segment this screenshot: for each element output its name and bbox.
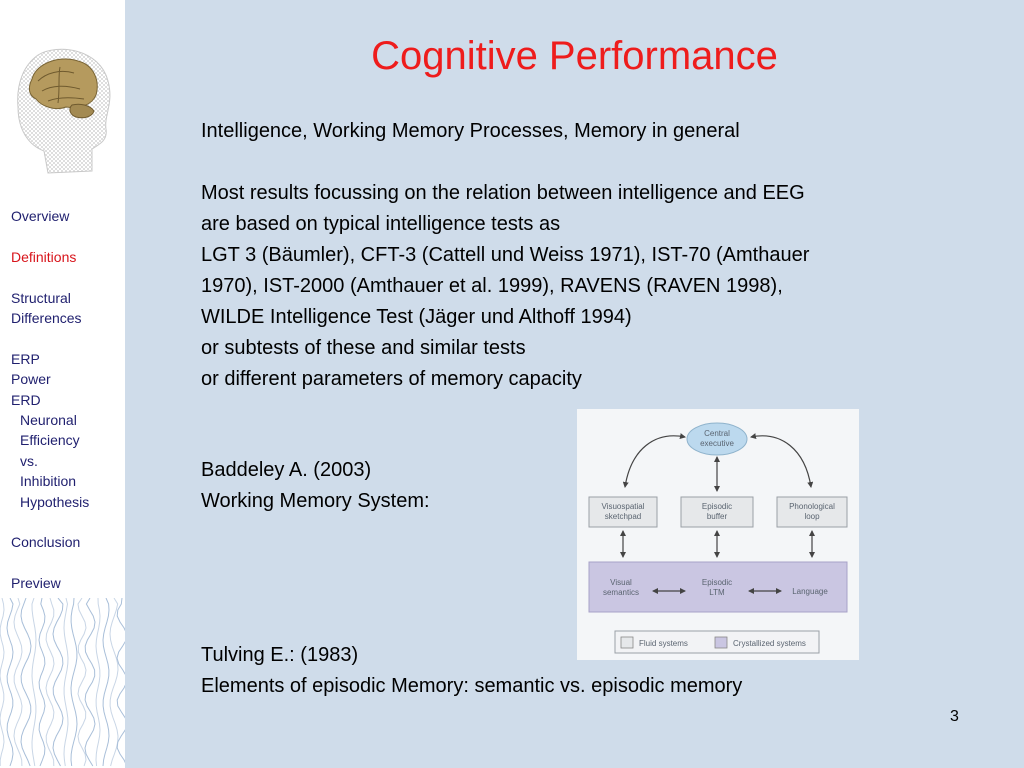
tulving-reference: Tulving E.: (1983) bbox=[201, 644, 359, 666]
eeg-wave-line bbox=[38, 598, 46, 767]
eeg-wave-line bbox=[13, 598, 23, 767]
episodic-ltm-label: Episodic bbox=[702, 578, 732, 587]
nav-item-power[interactable]: Power bbox=[11, 371, 51, 388]
eeg-wave-line bbox=[84, 598, 96, 767]
eeg-wave-line bbox=[52, 598, 64, 767]
eeg-wave-line bbox=[95, 598, 101, 767]
eeg-wave-line bbox=[45, 598, 55, 767]
eeg-wave-line bbox=[70, 598, 78, 767]
eeg-wave-line bbox=[102, 598, 110, 767]
nav-item-structural[interactable]: Structural bbox=[11, 289, 71, 306]
eeg-wave-line bbox=[20, 598, 32, 767]
visuospatial-label: Visuospatial bbox=[602, 502, 645, 511]
legend-crystallized-swatch bbox=[714, 636, 728, 649]
tulving-description: Elements of episodic Memory: semantic vs… bbox=[201, 675, 743, 697]
body-line: Most results focussing on the relation b… bbox=[201, 182, 805, 204]
nav-item-overview[interactable]: Overview bbox=[11, 208, 70, 224]
eeg-wave-line bbox=[109, 598, 119, 767]
episodic-ltm-label: LTM bbox=[709, 588, 725, 597]
visual-semantics-label: semantics bbox=[603, 588, 639, 597]
nav-item-erp[interactable]: ERP bbox=[11, 350, 40, 367]
central-executive-node bbox=[686, 422, 748, 456]
eeg-wave-line bbox=[6, 598, 14, 767]
body-line: LGT 3 (Bäumler), CFT-3 (Cattell und Weis… bbox=[201, 244, 810, 266]
nav-item-inhibition[interactable]: Inhibition bbox=[20, 473, 77, 490]
nav-item-vs[interactable]: vs. bbox=[20, 452, 38, 469]
arrow-central-to-visuospatial bbox=[622, 433, 686, 488]
eeg-wave-line bbox=[31, 598, 37, 767]
body-line: WILDE Intelligence Test (Jäger und Altho… bbox=[201, 306, 632, 328]
eeg-wave-decoration bbox=[0, 598, 125, 767]
slide-number: 3 bbox=[950, 708, 959, 725]
central-executive-label: executive bbox=[700, 439, 734, 448]
nav-item-efficiency[interactable]: Efficiency bbox=[20, 432, 80, 449]
arrow-central-to-phonological bbox=[750, 433, 814, 488]
crystallized-systems-band bbox=[588, 561, 848, 613]
episodic-buffer-label: buffer bbox=[707, 512, 728, 521]
sidebar-nav: Overview Definitions Structural Differen… bbox=[11, 206, 89, 594]
nav-item-preview[interactable]: Preview bbox=[11, 575, 61, 592]
body-line: are based on typical intelligence tests … bbox=[201, 213, 561, 235]
subtitle-line: Intelligence, Working Memory Processes, … bbox=[201, 120, 740, 142]
eeg-wave-line bbox=[63, 598, 69, 767]
eeg-wave-line bbox=[0, 598, 5, 766]
legend-fluid-swatch bbox=[620, 636, 634, 649]
slide-title: Cognitive Performance bbox=[371, 34, 778, 78]
nav-item-conclusion[interactable]: Conclusion bbox=[11, 534, 81, 551]
phonological-loop-box bbox=[776, 496, 848, 528]
slide-content: Cognitive Performance Intelligence, Work… bbox=[125, 0, 1024, 768]
central-executive-label: Central bbox=[704, 429, 730, 438]
body-line: 1970), IST-2000 (Amthauer et al. 1999), … bbox=[201, 275, 783, 297]
legend-crystallized-label: Crystallized systems bbox=[733, 639, 806, 648]
episodic-buffer-box bbox=[680, 496, 754, 528]
sidebar: Overview Definitions Structural Differen… bbox=[0, 0, 125, 768]
language-label: Language bbox=[792, 587, 828, 596]
legend-fluid-label: Fluid systems bbox=[639, 639, 688, 648]
visual-semantics-label: Visual bbox=[610, 578, 632, 587]
episodic-buffer-label: Episodic bbox=[702, 502, 732, 511]
baddeley-reference: Baddeley A. (2003) bbox=[201, 459, 372, 481]
nav-item-hypothesis[interactable]: Hypothesis bbox=[20, 493, 90, 510]
baddeley-description: Working Memory System: bbox=[201, 490, 430, 512]
nav-item-neuronal[interactable]: Neuronal bbox=[20, 412, 77, 429]
nav-item-definitions[interactable]: Definitions bbox=[11, 248, 77, 265]
visuospatial-label: sketchpad bbox=[605, 512, 641, 521]
nav-item-differences[interactable]: Differences bbox=[11, 310, 82, 326]
body-line: or different parameters of memory capaci… bbox=[201, 368, 582, 390]
eeg-wave-line bbox=[116, 598, 125, 764]
nav-item-erd[interactable]: ERD bbox=[11, 391, 41, 408]
working-memory-diagram: Central executive Visuospatial sketchpad… bbox=[577, 409, 859, 660]
phonological-label: Phonological bbox=[789, 502, 835, 511]
brain-head-logo bbox=[17, 48, 111, 174]
visuospatial-sketchpad-box bbox=[588, 496, 658, 528]
phonological-label: loop bbox=[804, 512, 820, 521]
body-line: or subtests of these and similar tests bbox=[201, 337, 526, 359]
eeg-wave-line bbox=[77, 598, 87, 767]
